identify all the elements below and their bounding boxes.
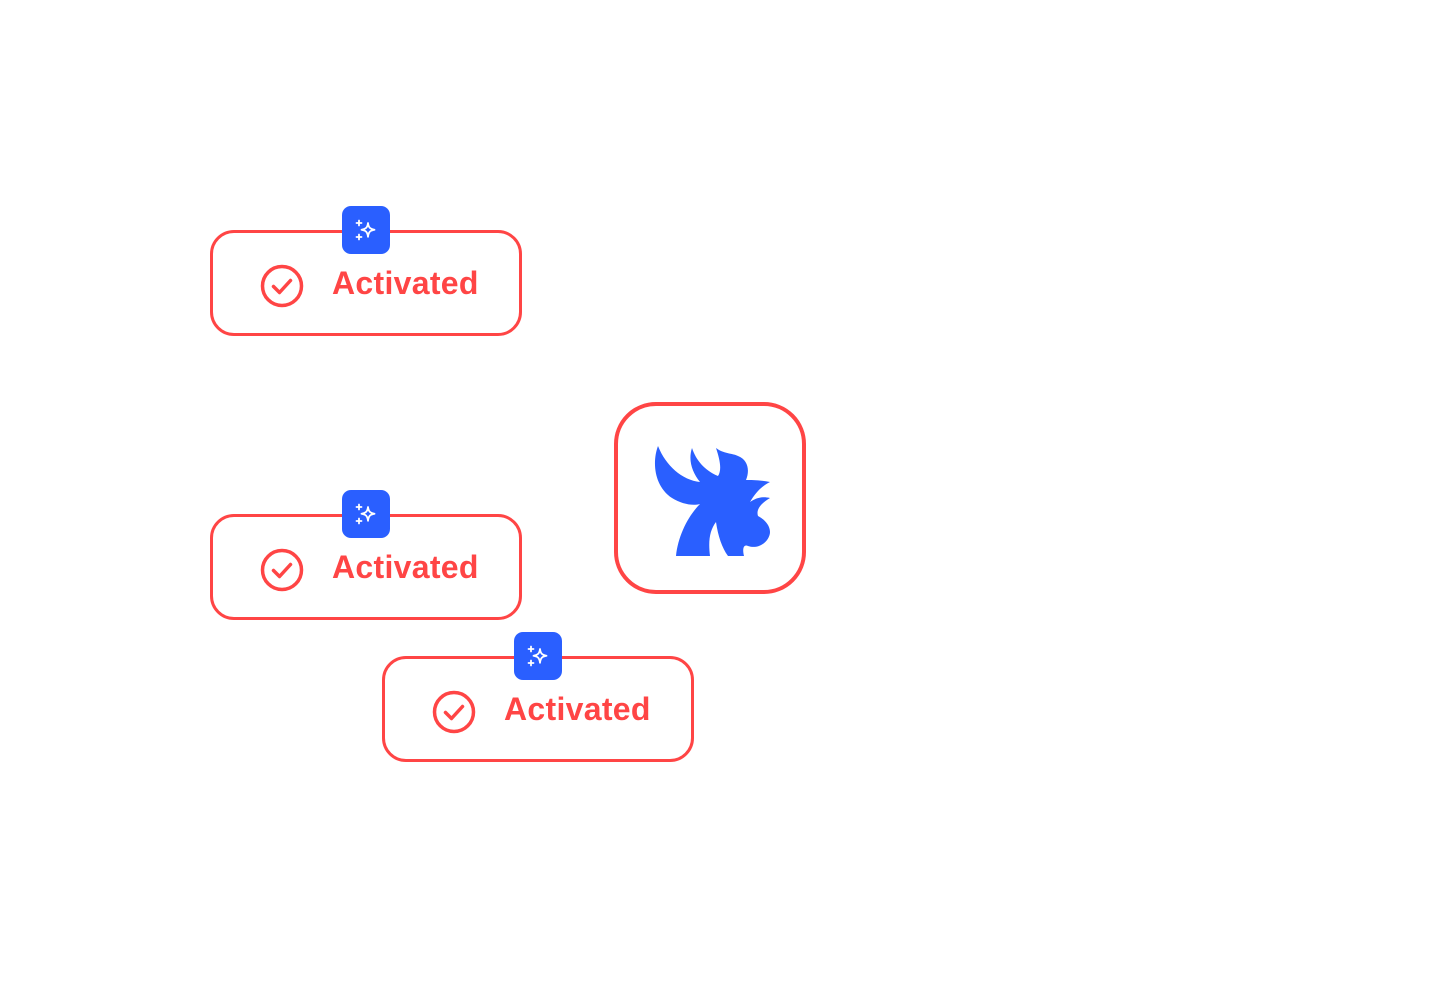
check-circle-icon [260,264,304,308]
sparkles-badge-2[interactable] [342,490,390,538]
check-circle-icon [260,548,304,592]
app-logo-tile[interactable] [614,402,806,594]
check-circle-icon [432,690,476,734]
sparkles-badge-3[interactable] [514,632,562,680]
sparkles-icon [527,645,548,667]
sparkles-icon [355,219,376,241]
activated-label: Activated [332,549,479,585]
rooster-logo-icon [654,446,770,556]
activated-label: Activated [504,691,651,727]
activated-label: Activated [332,265,479,301]
sparkles-badge-1[interactable] [342,206,390,254]
sparkles-icon [355,503,376,525]
